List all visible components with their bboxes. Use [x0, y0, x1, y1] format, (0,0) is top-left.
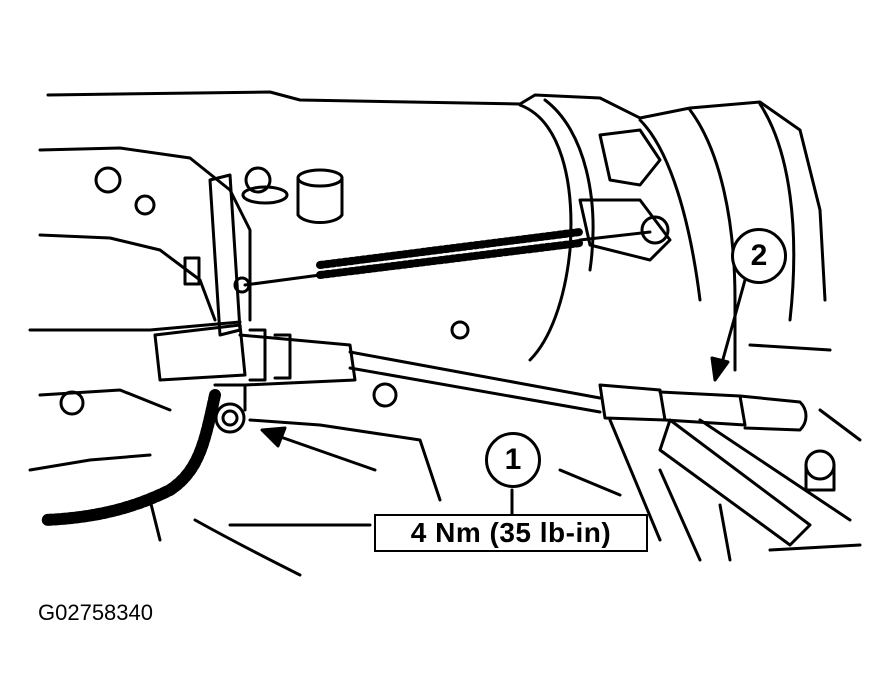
shift-lever: [658, 418, 812, 547]
return-spring: [316, 228, 584, 269]
callout-1-number: 1: [504, 443, 522, 476]
sensor-body: [153, 323, 247, 382]
wiring-harness: [39, 389, 221, 526]
upper-block-outline: [46, 90, 827, 302]
figure-id: G02758340: [38, 600, 153, 625]
callout-2: 2: [731, 228, 787, 284]
torque-spec-label: 4 Nm (35 lb-in): [374, 514, 648, 552]
callout-2-number: 2: [750, 239, 768, 272]
left-housing-outline: [38, 146, 252, 322]
torque-spec-text: 4 Nm (35 lb-in): [410, 517, 612, 548]
callout-2-leader: [718, 278, 747, 372]
torque-leader-arrow: [273, 433, 377, 472]
shift-cable: [348, 350, 602, 400]
callout-1: 1: [485, 432, 541, 488]
transmission-case: [518, 103, 573, 362]
